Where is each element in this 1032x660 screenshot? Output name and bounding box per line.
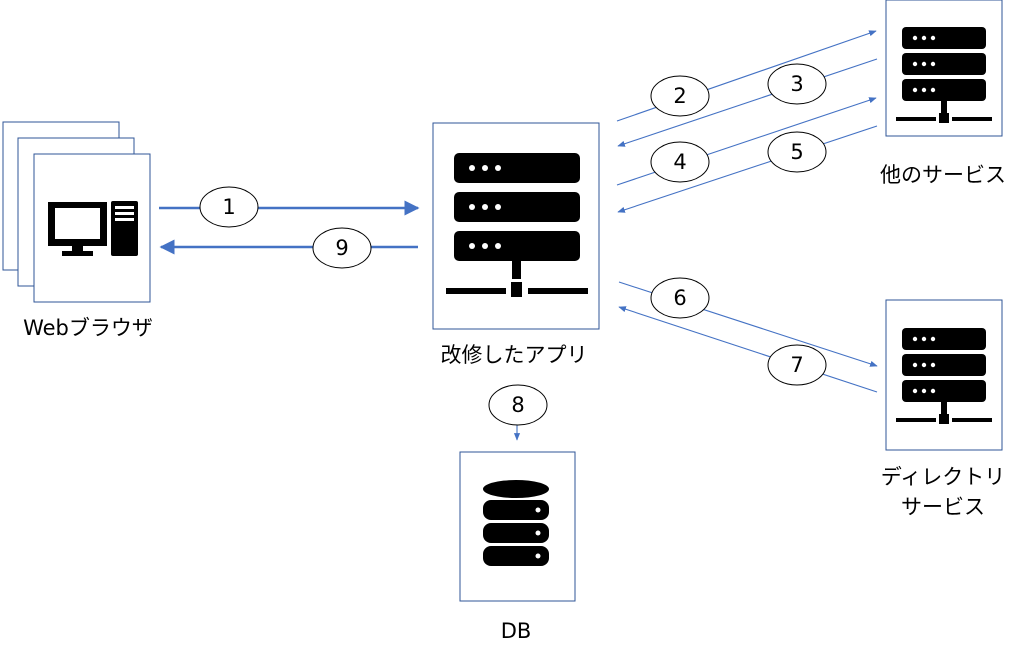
desktop-computer-icon bbox=[48, 201, 138, 256]
step-9-badge: 9 bbox=[312, 227, 372, 269]
svg-text:9: 9 bbox=[335, 236, 348, 260]
svg-text:8: 8 bbox=[511, 393, 524, 417]
browser-label: Webブラウザ bbox=[23, 316, 153, 340]
svg-text:6: 6 bbox=[673, 286, 686, 310]
other-services-node: 他のサービス bbox=[880, 0, 1006, 187]
directory-service-node: ディレクトリ サービス bbox=[881, 299, 1006, 519]
database-icon bbox=[483, 480, 549, 566]
step-8-badge: 8 bbox=[488, 384, 548, 426]
svg-text:1: 1 bbox=[222, 195, 235, 219]
directory-service-label-line2: サービス bbox=[901, 495, 985, 519]
directory-service-label-line1: ディレクトリ bbox=[881, 465, 1006, 489]
step-7-badge: 7 bbox=[767, 344, 827, 386]
app-node: 改修したアプリ bbox=[432, 122, 600, 367]
arrow-step-3 bbox=[617, 58, 878, 147]
arrow-step-5 bbox=[617, 125, 878, 213]
svg-text:4: 4 bbox=[673, 150, 686, 174]
db-label: DB bbox=[501, 619, 532, 643]
svg-text:3: 3 bbox=[790, 72, 803, 96]
server-icon bbox=[446, 153, 588, 297]
step-4-badge: 4 bbox=[650, 141, 710, 183]
server-icon bbox=[896, 328, 992, 424]
step-6-badge: 6 bbox=[650, 277, 710, 319]
step-5-badge: 5 bbox=[767, 131, 827, 173]
step-3-badge: 3 bbox=[767, 63, 827, 105]
svg-text:2: 2 bbox=[673, 84, 686, 108]
step-1-badge: 1 bbox=[199, 186, 259, 228]
db-node: DB bbox=[459, 451, 576, 643]
svg-text:5: 5 bbox=[790, 140, 803, 164]
other-services-label: 他のサービス bbox=[880, 163, 1006, 187]
arrow-step-7 bbox=[618, 306, 878, 393]
step-2-badge: 2 bbox=[650, 75, 710, 117]
svg-text:7: 7 bbox=[790, 353, 803, 377]
browser-node: Webブラウザ bbox=[2, 121, 153, 340]
server-icon bbox=[896, 27, 992, 123]
app-label: 改修したアプリ bbox=[441, 343, 588, 367]
